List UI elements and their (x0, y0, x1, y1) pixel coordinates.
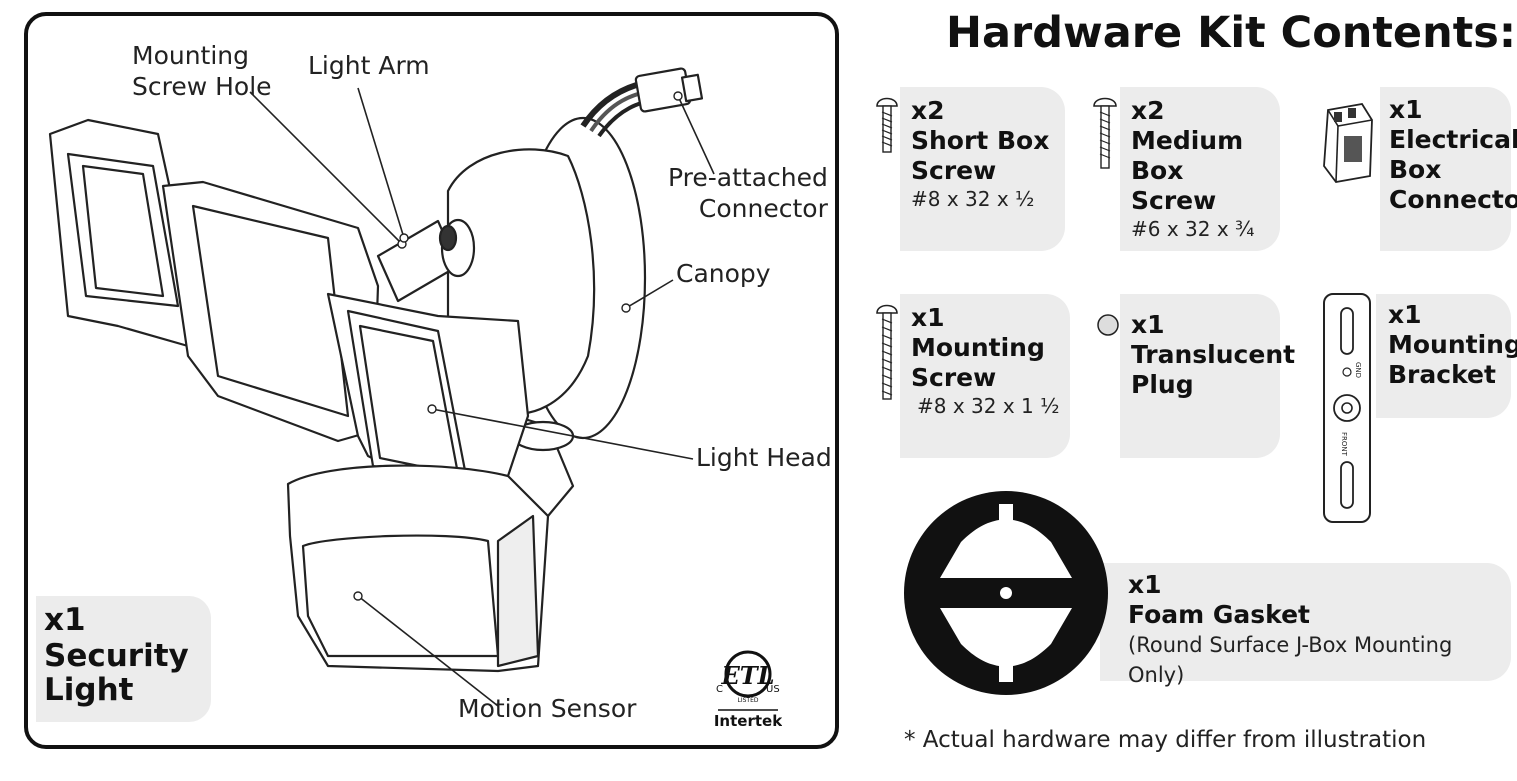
badge-qty: x1 (44, 602, 86, 638)
translucent-plug-icon (1097, 314, 1119, 336)
kit-card-electrical-box-connector: x1 Electrical Box Connector (1380, 87, 1517, 251)
security-light-badge: x1 Security Light (36, 596, 211, 722)
callout-canopy: Canopy (676, 259, 771, 288)
kit-card-short-box-screw: x2 Short Box Screw #8 x 32 x ½ (900, 87, 1065, 251)
etl-left-text: C (716, 684, 723, 695)
etl-listed-mark: ETL C US LISTED Intertek (714, 644, 782, 730)
intertek-text: Intertek (714, 712, 782, 730)
etl-listed-text: LISTED (738, 697, 759, 704)
page-title: Hardware Kit Contents: (946, 8, 1517, 58)
badge-line2: Light (44, 672, 134, 708)
short-screw-icon (876, 97, 898, 153)
bracket-front-text: FRONT (1340, 432, 1348, 457)
mounting-screw-icon (876, 304, 898, 400)
kit-card-medium-box-screw: x2 Medium Box Screw #6 x 32 x ¾ (1120, 87, 1280, 251)
mounting-bracket-icon: GND FRONT (1323, 293, 1371, 523)
disclaimer-note: * Actual hardware may differ from illust… (904, 727, 1427, 753)
security-light-panel: Mounting Screw Hole Light Arm Pre-attach… (24, 12, 839, 749)
kit-card-mounting-screw: x1 Mounting Screw #8 x 32 x 1 ½ (900, 294, 1070, 458)
foam-gasket-icon (904, 491, 1108, 695)
etl-mark-text: ETL (720, 661, 774, 690)
kit-card-translucent-plug: x1 Translucent Plug (1120, 294, 1295, 458)
callout-motion-sensor: Motion Sensor (458, 694, 637, 723)
etl-right-text: US (766, 684, 780, 695)
medium-screw-icon (1093, 97, 1117, 169)
kit-card-mounting-bracket: x1 Mounting Bracket (1376, 294, 1517, 418)
kit-card-foam-gasket: x1 Foam Gasket (Round Surface J-Box Moun… (1100, 563, 1511, 687)
badge-line1: Security (44, 638, 189, 674)
bracket-gnd-text: GND (1354, 362, 1362, 378)
connector-icon (1323, 103, 1373, 183)
callout-light-head: Light Head (696, 443, 832, 472)
callout-mounting-screw-hole: Mounting Screw Hole (132, 41, 272, 101)
callout-pre-attached-connector: Pre-attached Connector (668, 163, 828, 223)
callout-light-arm: Light Arm (308, 51, 430, 80)
security-light-illustration (48, 67, 715, 707)
